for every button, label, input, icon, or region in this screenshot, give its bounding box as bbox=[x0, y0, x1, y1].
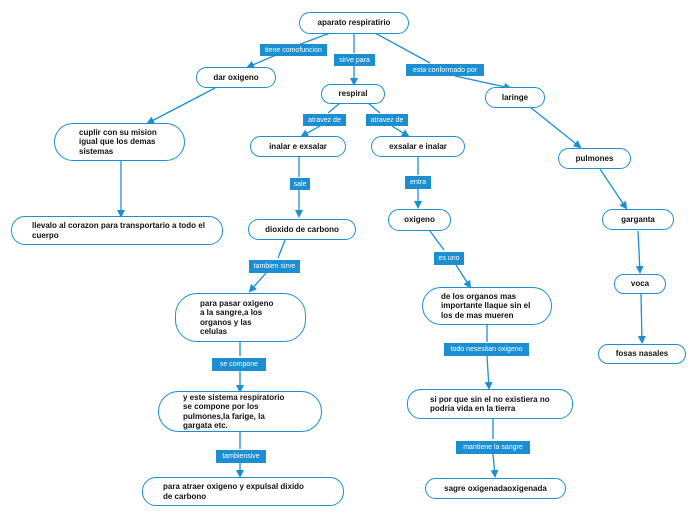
node-llevalo[interactable]: llevalo al corazon para transportario a … bbox=[11, 216, 223, 245]
node-garganta[interactable]: garganta bbox=[602, 209, 674, 230]
label-entra: entra bbox=[405, 176, 431, 189]
node-y-este-sistema[interactable]: y este sistema respiratorio se compone p… bbox=[158, 391, 322, 432]
node-aparato-respiratirio[interactable]: aparato respiratirio bbox=[299, 12, 409, 34]
node-dioxido-de-carbono[interactable]: dioxido de carbono bbox=[248, 219, 356, 240]
label-sale: sale bbox=[290, 178, 310, 190]
node-de-los-organos[interactable]: de los organos mas importante llaque sin… bbox=[422, 287, 552, 325]
node-exsalar-e-inalar[interactable]: exsalar e inalar bbox=[371, 136, 465, 157]
node-inalar-e-exsalar[interactable]: inalar e exsalar bbox=[250, 136, 346, 157]
node-fosas-nasales[interactable]: fosas nasales bbox=[598, 344, 686, 364]
node-para-pasar-oxigeno[interactable]: para pasar oxigeno a la sangre,a los org… bbox=[175, 293, 306, 342]
label-sirve-para: sirve para bbox=[334, 54, 375, 66]
node-dar-oxigeno[interactable]: dar oxigeno bbox=[196, 67, 276, 88]
node-oxigeno[interactable]: oxigeno bbox=[388, 209, 451, 231]
label-atravez-de-1: atravez de bbox=[303, 114, 346, 126]
label-esta-conformado-por: esta conformado por bbox=[406, 64, 484, 76]
node-pulmones[interactable]: pulmones bbox=[558, 148, 631, 169]
node-si-por-que[interactable]: si por que sin el no existiera no podria… bbox=[407, 389, 573, 419]
label-atravez-de-2: atravez de bbox=[366, 114, 408, 126]
node-sagre-oxigenada[interactable]: sagre oxigenadaoxigenada bbox=[425, 478, 566, 499]
label-se-compone: se compone bbox=[212, 358, 266, 371]
label-es-uno: es uno bbox=[434, 252, 464, 265]
node-cuplir[interactable]: cuplir con su mision igual que los demas… bbox=[54, 123, 185, 161]
label-tambiensive: tambiensive bbox=[216, 450, 266, 463]
node-voca[interactable]: voca bbox=[614, 274, 666, 294]
node-para-atraer-oxigeno[interactable]: para atraer oxigeno y expulsal dixido de… bbox=[142, 477, 344, 506]
label-tambien-sirve: tambien sirve bbox=[249, 260, 300, 273]
label-mantiene-la-sangre: mantiene la sangre bbox=[456, 441, 530, 454]
label-tiene-comofuncion: tiene comofuncion bbox=[260, 44, 327, 56]
node-respiral[interactable]: respiral bbox=[321, 84, 385, 104]
node-laringe[interactable]: laringe bbox=[485, 87, 545, 108]
label-todo-nesesitan-oxigeno: todo nesesitan oxigeno bbox=[444, 343, 529, 356]
